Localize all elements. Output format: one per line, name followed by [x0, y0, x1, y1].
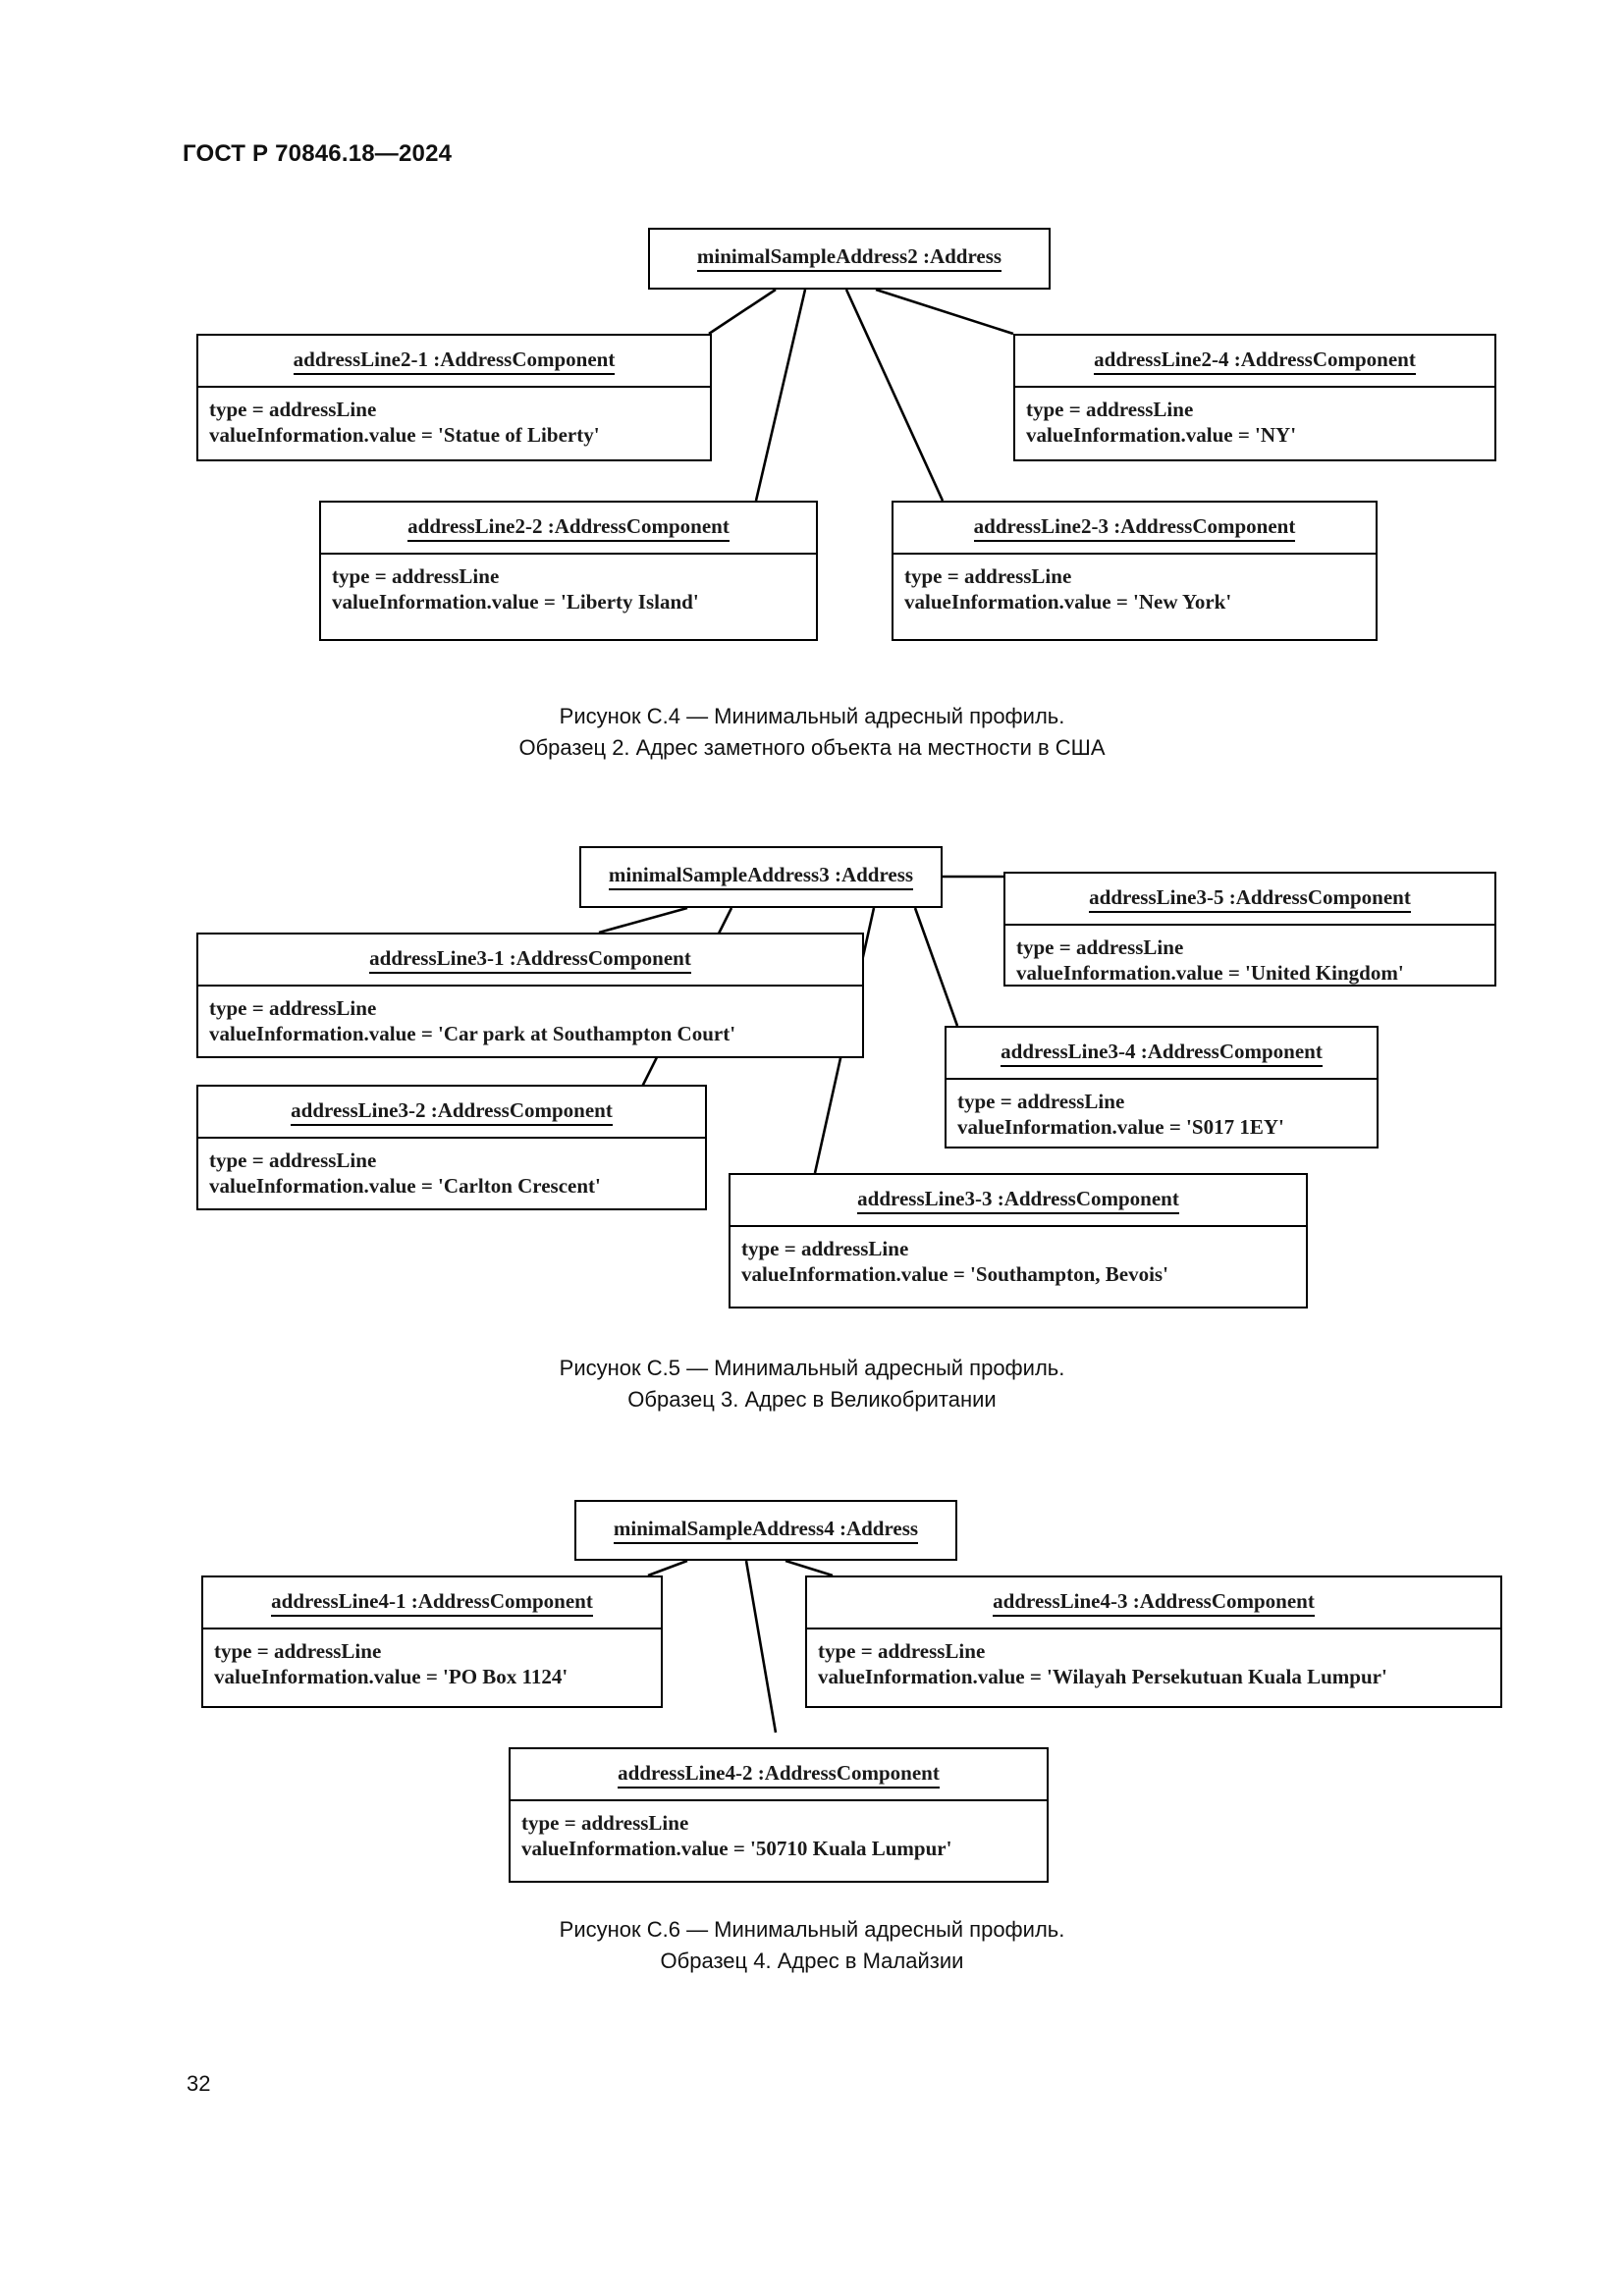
- uml-attribute-value: valueInformation.value = 'NY': [1026, 423, 1297, 447]
- uml-object-title: minimalSampleAddress2 :Address: [650, 230, 1049, 288]
- uml-attribute-value: valueInformation.value = 'Southampton, B…: [741, 1262, 1168, 1286]
- connector-c5-1: [598, 906, 688, 934]
- uml-attribute-value: valueInformation.value = 'Statue of Libe…: [209, 423, 600, 447]
- uml-object-attributes: type = addressLine valueInformation.valu…: [321, 555, 816, 624]
- uml-object-attributes: type = addressLine valueInformation.valu…: [198, 987, 862, 1056]
- uml-object-attributes: type = addressLine valueInformation.valu…: [198, 1139, 705, 1208]
- uml-object-root-address2[interactable]: minimalSampleAddress2 :Address: [648, 228, 1051, 290]
- uml-object-title: addressLine4-1 :AddressComponent: [203, 1577, 661, 1629]
- figure-caption-c5: Рисунок С.5 — Минимальный адресный профи…: [0, 1353, 1624, 1415]
- uml-object-attributes: type = addressLine valueInformation.valu…: [893, 555, 1376, 624]
- connector-c4-2: [754, 289, 807, 502]
- caption-line-2: Образец 2. Адрес заметного объекта на ме…: [518, 735, 1106, 760]
- uml-attribute-type: type = addressLine: [1026, 398, 1194, 421]
- uml-attribute-type: type = addressLine: [957, 1090, 1125, 1113]
- uml-object-addressline3-4[interactable]: addressLine3-4 :AddressComponent type = …: [945, 1026, 1379, 1148]
- uml-object-title: addressLine3-3 :AddressComponent: [731, 1175, 1306, 1227]
- uml-object-title: addressLine2-2 :AddressComponent: [321, 503, 816, 555]
- uml-object-addressline2-3[interactable]: addressLine2-3 :AddressComponent type = …: [892, 501, 1378, 641]
- uml-attribute-value: valueInformation.value = '50710 Kuala Lu…: [521, 1837, 952, 1860]
- uml-object-addressline2-4[interactable]: addressLine2-4 :AddressComponent type = …: [1013, 334, 1496, 461]
- uml-object-addressline3-5[interactable]: addressLine3-5 :AddressComponent type = …: [1003, 872, 1496, 987]
- page-number: 32: [187, 2071, 211, 2096]
- uml-attribute-value: valueInformation.value = 'S017 1EY': [957, 1115, 1284, 1139]
- uml-attribute-type: type = addressLine: [904, 564, 1072, 588]
- uml-attribute-type: type = addressLine: [1016, 935, 1184, 959]
- uml-object-title: addressLine3-4 :AddressComponent: [947, 1028, 1377, 1080]
- uml-attribute-value: valueInformation.value = 'United Kingdom…: [1016, 961, 1404, 985]
- uml-object-attributes: type = addressLine valueInformation.valu…: [1005, 926, 1494, 995]
- uml-object-attributes: type = addressLine valueInformation.valu…: [511, 1801, 1047, 1871]
- uml-object-root-address4[interactable]: minimalSampleAddress4 :Address: [574, 1500, 957, 1561]
- uml-object-title: addressLine2-1 :AddressComponent: [198, 336, 710, 388]
- uml-attribute-type: type = addressLine: [209, 996, 377, 1020]
- uml-object-title: minimalSampleAddress4 :Address: [576, 1502, 955, 1560]
- uml-object-title: addressLine3-1 :AddressComponent: [198, 934, 862, 987]
- uml-object-attributes: type = addressLine valueInformation.valu…: [198, 388, 710, 457]
- uml-attribute-type: type = addressLine: [521, 1811, 689, 1835]
- uml-object-attributes: type = addressLine valueInformation.valu…: [947, 1080, 1377, 1149]
- connector-c4-3: [844, 289, 945, 502]
- uml-attribute-type: type = addressLine: [214, 1639, 382, 1663]
- uml-attribute-type: type = addressLine: [209, 1148, 377, 1172]
- uml-object-title: addressLine2-3 :AddressComponent: [893, 503, 1376, 555]
- uml-object-title: addressLine3-2 :AddressComponent: [198, 1087, 705, 1139]
- uml-object-addressline3-3[interactable]: addressLine3-3 :AddressComponent type = …: [729, 1173, 1308, 1308]
- uml-object-title: addressLine4-3 :AddressComponent: [807, 1577, 1500, 1629]
- uml-object-root-address3[interactable]: minimalSampleAddress3 :Address: [579, 846, 943, 908]
- uml-object-addressline4-3[interactable]: addressLine4-3 :AddressComponent type = …: [805, 1575, 1502, 1708]
- connector-c6-2: [744, 1560, 778, 1734]
- uml-attribute-value: valueInformation.value = 'Wilayah Persek…: [818, 1665, 1387, 1688]
- uml-attribute-type: type = addressLine: [818, 1639, 986, 1663]
- uml-attribute-type: type = addressLine: [741, 1237, 909, 1260]
- caption-line-1: Рисунок С.6 — Минимальный адресный профи…: [559, 1917, 1065, 1942]
- uml-object-title: addressLine2-4 :AddressComponent: [1015, 336, 1494, 388]
- uml-object-addressline3-1[interactable]: addressLine3-1 :AddressComponent type = …: [196, 933, 864, 1058]
- uml-object-addressline4-1[interactable]: addressLine4-1 :AddressComponent type = …: [201, 1575, 663, 1708]
- uml-attribute-value: valueInformation.value = 'Liberty Island…: [332, 590, 699, 614]
- uml-object-title: addressLine3-5 :AddressComponent: [1005, 874, 1494, 926]
- uml-object-addressline2-2[interactable]: addressLine2-2 :AddressComponent type = …: [319, 501, 818, 641]
- connector-c4-4: [875, 288, 1014, 336]
- uml-object-title: minimalSampleAddress3 :Address: [581, 848, 941, 906]
- uml-object-addressline4-2[interactable]: addressLine4-2 :AddressComponent type = …: [509, 1747, 1049, 1883]
- uml-object-addressline3-2[interactable]: addressLine3-2 :AddressComponent type = …: [196, 1085, 707, 1210]
- connector-c5-4: [913, 907, 959, 1027]
- uml-object-title: addressLine4-2 :AddressComponent: [511, 1749, 1047, 1801]
- connector-c4-1: [708, 288, 777, 336]
- figure-caption-c4: Рисунок С.4 — Минимальный адресный профи…: [0, 701, 1624, 764]
- uml-object-attributes: type = addressLine valueInformation.valu…: [1015, 388, 1494, 457]
- caption-line-1: Рисунок С.4 — Минимальный адресный профи…: [559, 704, 1065, 728]
- uml-object-attributes: type = addressLine valueInformation.valu…: [731, 1227, 1306, 1297]
- uml-attribute-value: valueInformation.value = 'New York': [904, 590, 1232, 614]
- connector-c6-1: [647, 1559, 688, 1577]
- uml-attribute-value: valueInformation.value = 'Car park at So…: [209, 1022, 736, 1045]
- connector-c6-3: [785, 1559, 834, 1577]
- uml-object-attributes: type = addressLine valueInformation.valu…: [807, 1629, 1500, 1699]
- uml-object-attributes: type = addressLine valueInformation.valu…: [203, 1629, 661, 1699]
- caption-line-2: Образец 3. Адрес в Великобритании: [627, 1387, 997, 1412]
- caption-line-2: Образец 4. Адрес в Малайзии: [660, 1949, 964, 1973]
- figure-caption-c6: Рисунок С.6 — Минимальный адресный профи…: [0, 1914, 1624, 1977]
- document-header: ГОСТ Р 70846.18—2024: [183, 140, 453, 167]
- uml-attribute-value: valueInformation.value = 'PO Box 1124': [214, 1665, 568, 1688]
- uml-object-addressline2-1[interactable]: addressLine2-1 :AddressComponent type = …: [196, 334, 712, 461]
- uml-attribute-type: type = addressLine: [209, 398, 377, 421]
- uml-attribute-value: valueInformation.value = 'Carlton Cresce…: [209, 1174, 601, 1198]
- caption-line-1: Рисунок С.5 — Минимальный адресный профи…: [559, 1356, 1065, 1380]
- uml-attribute-type: type = addressLine: [332, 564, 500, 588]
